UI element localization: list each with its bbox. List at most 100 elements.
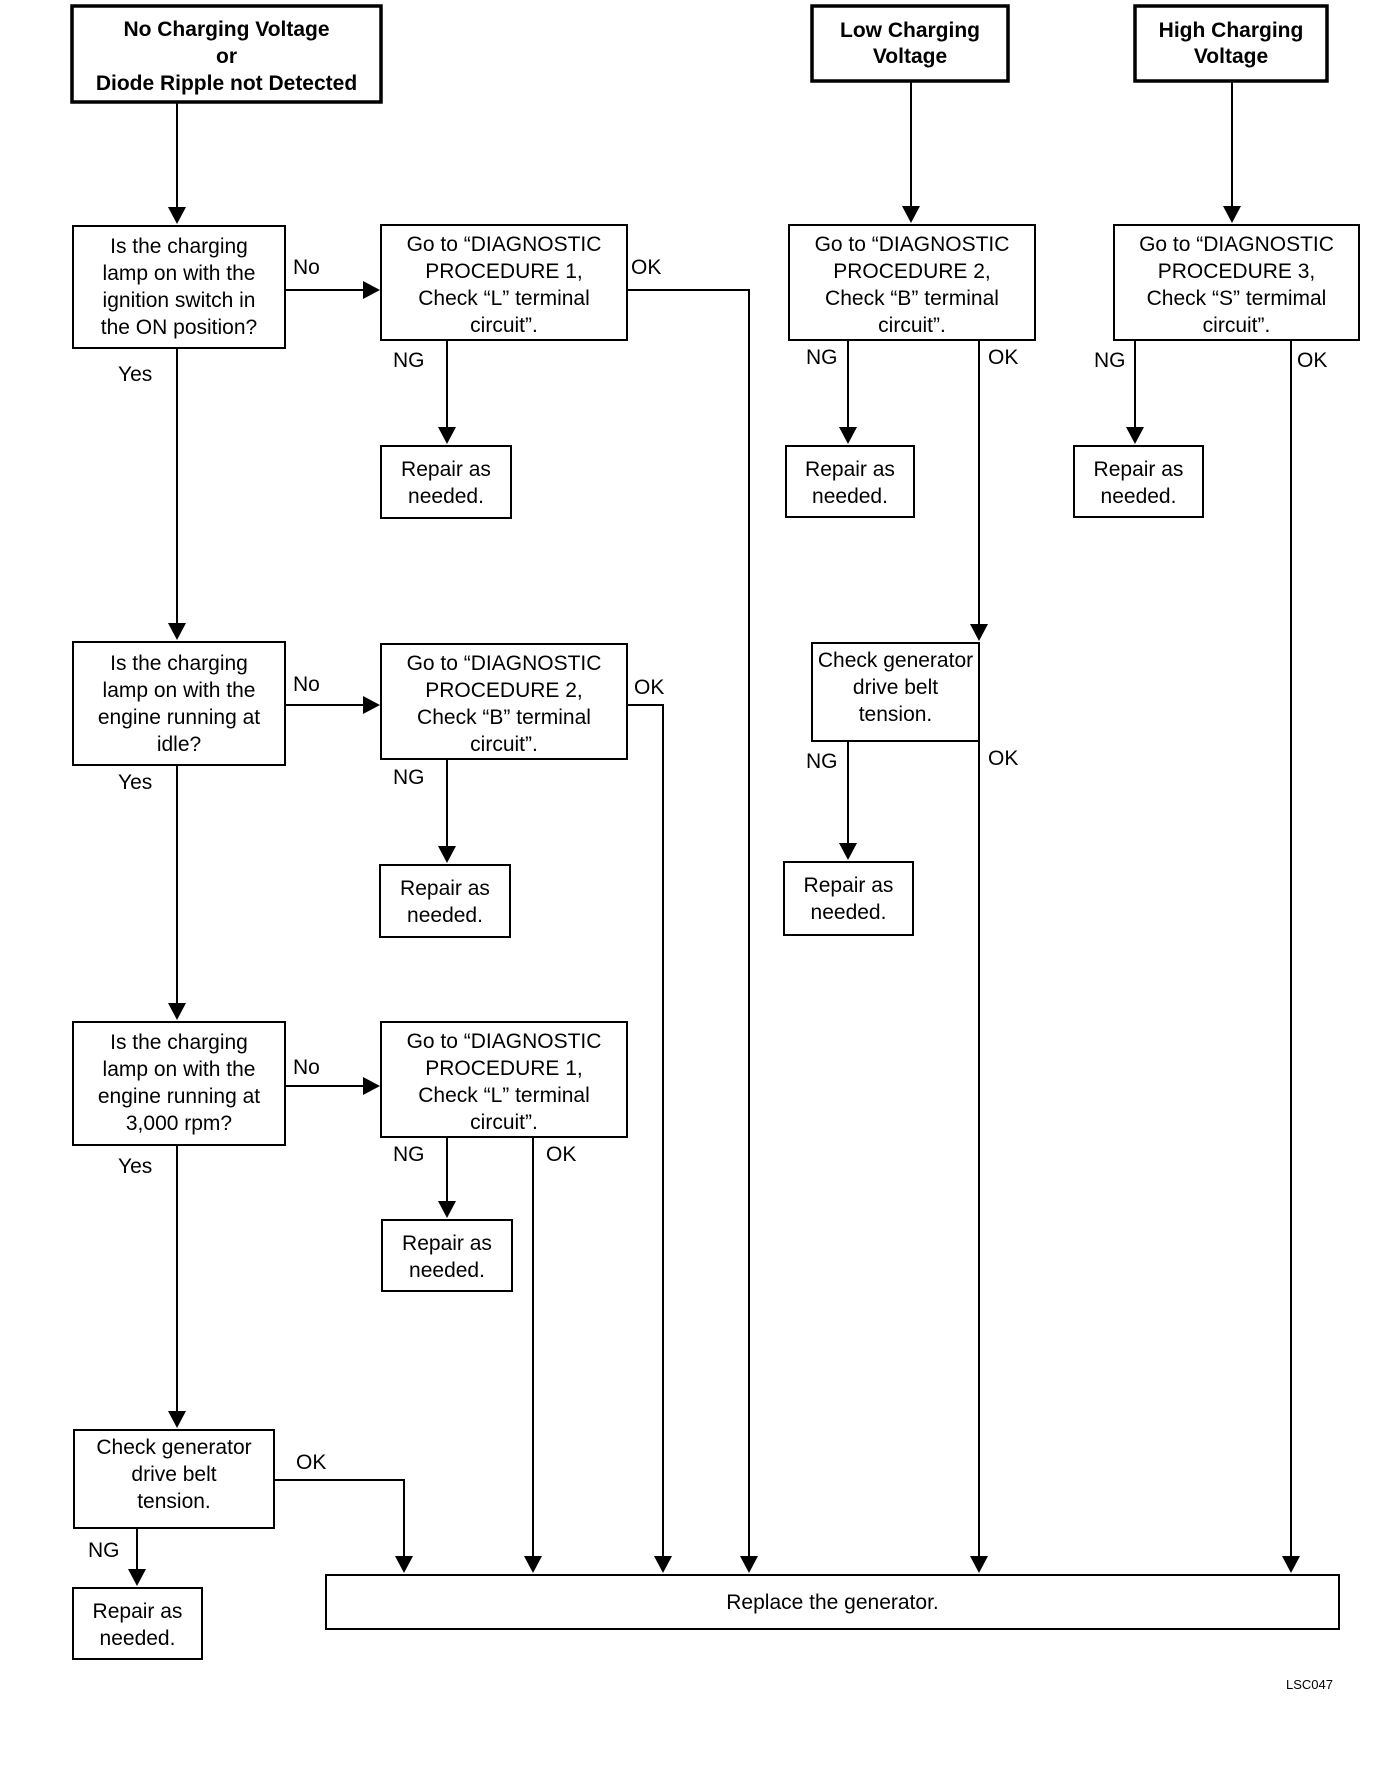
label-belt-none-ok: OK: [296, 1451, 326, 1474]
arrowhead-icon: [524, 1556, 542, 1573]
box-frame: [785, 445, 915, 518]
box-text-line: needed.: [409, 1259, 485, 1282]
label-diag-low-ok: OK: [988, 346, 1018, 369]
box-frame: [381, 1219, 513, 1292]
box-text-line: drive belt: [131, 1463, 216, 1486]
box-text-line: circuit”.: [878, 314, 946, 337]
label-q3-no: No: [293, 1056, 320, 1079]
label-belt-low-ok: OK: [988, 747, 1018, 770]
arrowhead-icon: [168, 623, 186, 640]
arrowhead-icon: [438, 1201, 456, 1218]
conn-q3-yes: [168, 1145, 186, 1428]
box-text-line: Go to “DIAGNOSTIC: [407, 652, 602, 675]
arrowhead-icon: [363, 281, 380, 299]
box-belt-none: Check generator drive belt tension.: [73, 1429, 275, 1529]
box-frame: [379, 864, 511, 938]
box-text-line: drive belt: [853, 676, 938, 699]
conn-diag-c-ng: [438, 1137, 456, 1218]
arrowhead-icon: [128, 1569, 146, 1586]
box-text-line: needed.: [812, 485, 888, 508]
box-text-line: idle?: [157, 733, 201, 756]
box-text-line: circuit”.: [470, 1111, 538, 1134]
arrowhead-icon: [1223, 206, 1241, 223]
box-frame: [1133, 4, 1329, 83]
conn-belt-low-ng: [839, 741, 857, 860]
label-q2-no: No: [293, 673, 320, 696]
label-diag-c-ng: NG: [393, 1143, 425, 1166]
box-text-line: Check “B” terminal: [417, 706, 591, 729]
box-text-line: Low Charging: [840, 19, 980, 42]
box-text-line: Replace the generator.: [726, 1591, 938, 1614]
conn-q2-yes: [168, 765, 186, 1020]
connector-line: [274, 1479, 405, 1559]
box-text-line: Repair as: [93, 1600, 183, 1623]
conn-q3-no: [285, 1077, 380, 1095]
box-text-line: Check generator: [96, 1436, 251, 1459]
label-q1-yes: Yes: [118, 363, 152, 386]
box-frame: [788, 224, 1036, 341]
box-text-line: Repair as: [805, 458, 895, 481]
arrowhead-icon: [1126, 427, 1144, 444]
box-text-line: Go to “DIAGNOSTIC: [815, 233, 1010, 256]
label-diag-c-ok: OK: [546, 1143, 576, 1166]
box-text-line: PROCEDURE 2,: [425, 679, 583, 702]
label-diag-a-ok: OK: [631, 256, 661, 279]
figure-code: LSC047: [1286, 1677, 1333, 1692]
box-text-line: engine running at: [98, 706, 260, 729]
box-frame: [1073, 445, 1204, 518]
box-text-line: Check “L” terminal: [418, 1084, 590, 1107]
label-diag-a-ng: NG: [393, 349, 425, 372]
conn-diag-low-ng: [839, 340, 857, 444]
box-text-line: Check “L” terminal: [418, 287, 590, 310]
box-frame: [73, 1429, 275, 1529]
arrowhead-icon: [1282, 1556, 1300, 1573]
box-text-line: Repair as: [401, 458, 491, 481]
box-diag-b: Go to “DIAGNOSTIC PROCEDURE 2, Check “B” t…: [380, 643, 628, 760]
box-frame: [72, 1587, 203, 1660]
connector-line: [627, 704, 664, 1559]
conn-start-none-q1: [168, 102, 186, 224]
arrowhead-icon: [740, 1556, 758, 1573]
box-text-line: Diode Ripple not Detected: [96, 72, 357, 95]
box-frame: [380, 445, 512, 519]
box-text-line: circuit”.: [1203, 314, 1271, 337]
box-frame: [72, 1021, 286, 1146]
box-text-line: ignition switch in: [103, 289, 256, 312]
arrowhead-icon: [902, 206, 920, 223]
box-text-line: lamp on with the: [103, 262, 256, 285]
box-text-line: the ON position?: [101, 316, 257, 339]
box-frame: [1113, 224, 1360, 341]
conn-start-low-diag: [902, 81, 920, 223]
conn-q1-no: [285, 281, 380, 299]
arrowhead-icon: [168, 1411, 186, 1428]
box-text-line: tension.: [137, 1490, 211, 1513]
box-frame: [72, 225, 286, 349]
box-text-line: 3,000 rpm?: [126, 1112, 232, 1135]
conn-q2-no: [285, 696, 380, 714]
arrowhead-icon: [363, 696, 380, 714]
conn-diag-c-ok: [524, 1137, 542, 1573]
connector-line: [627, 289, 750, 1559]
box-text-line: Is the charging: [110, 1031, 248, 1054]
connectors: [128, 81, 1300, 1586]
arrowhead-icon: [395, 1556, 413, 1573]
box-text-line: circuit”.: [470, 314, 538, 337]
box-text-line: Repair as: [402, 1232, 492, 1255]
box-text-line: lamp on with the: [103, 1058, 256, 1081]
label-diag-high-ok: OK: [1297, 349, 1327, 372]
box-text-line: Check generator: [818, 649, 973, 672]
label-diag-low-ng: NG: [806, 346, 838, 369]
box-text-line: PROCEDURE 1,: [425, 1057, 583, 1080]
box-text-line: Is the charging: [110, 652, 248, 675]
arrowhead-icon: [438, 427, 456, 444]
box-repair-c: Repair as needed.: [381, 1219, 513, 1292]
arrowhead-icon: [168, 1003, 186, 1020]
conn-diag-a-ok: [627, 289, 758, 1573]
